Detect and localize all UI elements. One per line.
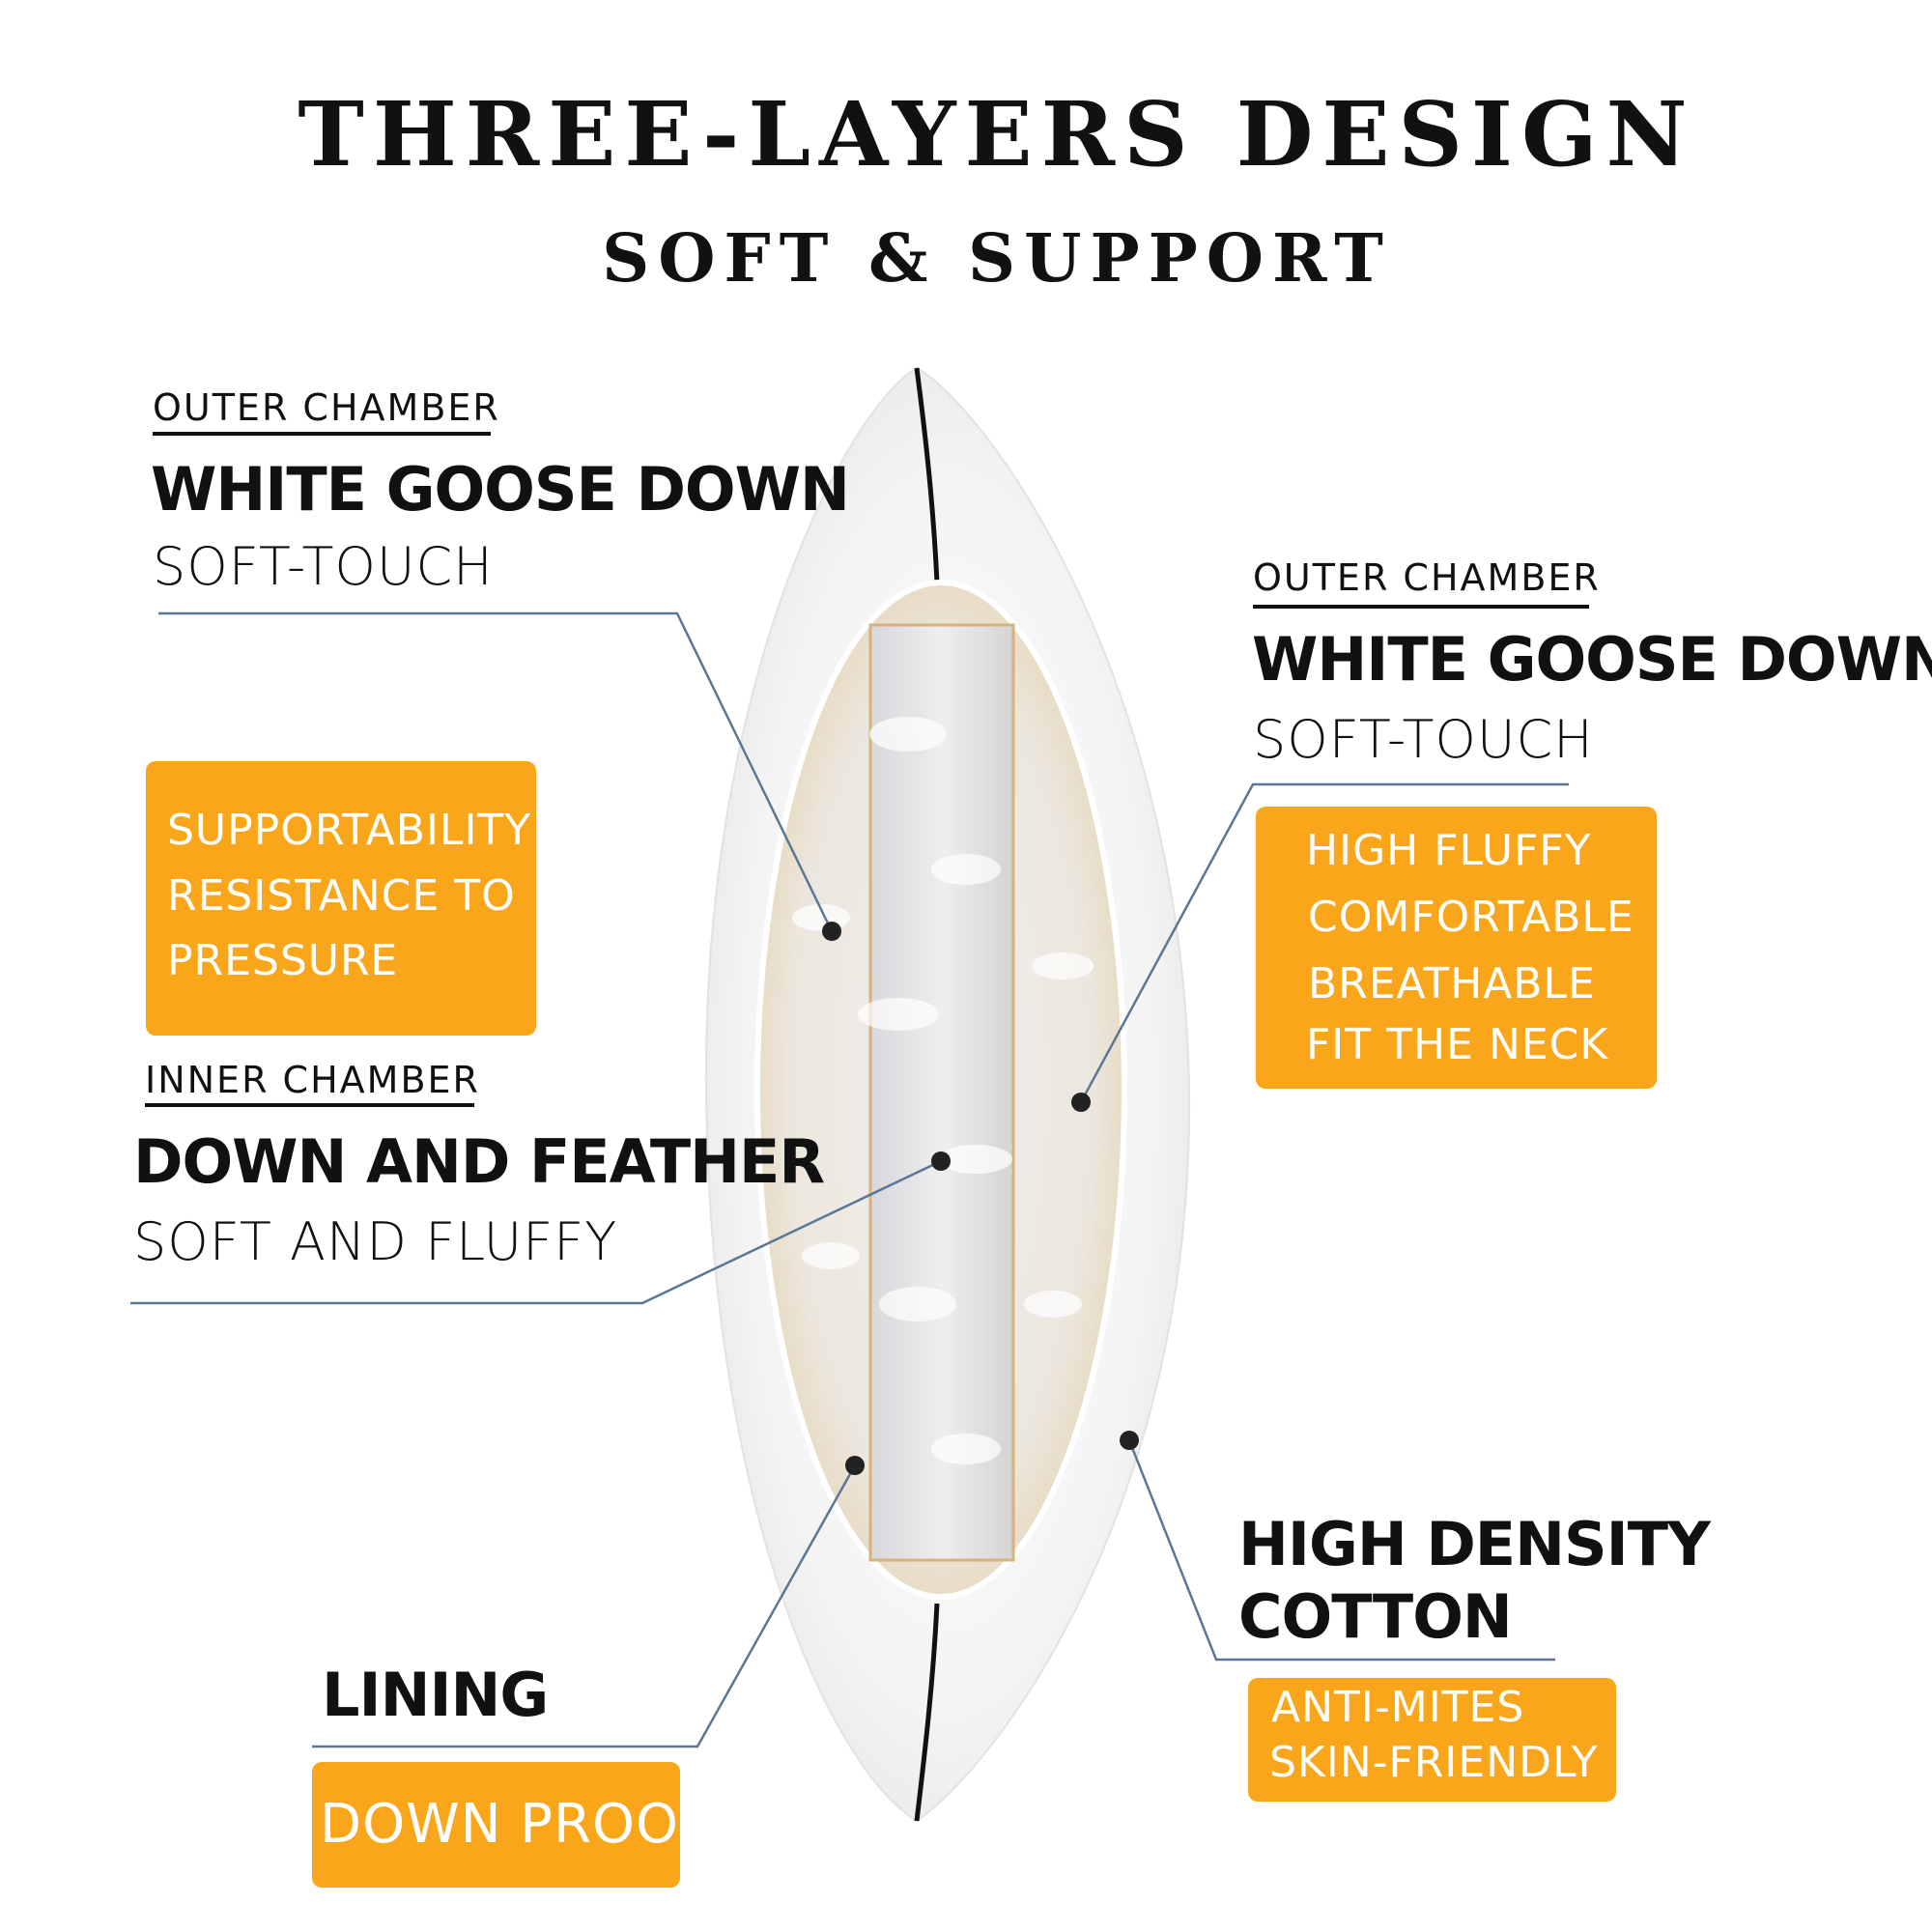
feature-line: HIGH FLUFFY [1306, 826, 1592, 875]
marker-dot [1120, 1431, 1139, 1450]
lining-feature: DOWN PROOF [320, 1793, 712, 1856]
leader-line-left-top [158, 611, 834, 932]
cotton-heading-line1: HIGH DENSITY [1238, 1509, 1711, 1579]
feather-core [868, 623, 1015, 1562]
feature-line: BREATHABLE [1308, 959, 1596, 1009]
left-mid-label: INNER CHAMBER [145, 1059, 480, 1101]
page-title: THREE-LAYERS DESIGN [298, 82, 1696, 186]
marker-dot [822, 922, 841, 941]
lining-box: DOWN PROOF [312, 1762, 710, 1888]
pillow-seam-bottom [914, 1603, 940, 1822]
lining-heading: LINING [322, 1660, 549, 1730]
page-subtitle: SOFT & SUPPORT [602, 220, 1392, 298]
feature-line: FIT THE NECK [1306, 1020, 1609, 1069]
label-underline [145, 1103, 474, 1107]
marker-dot [931, 1151, 951, 1171]
left-feature-box: SUPPORTABILITY RESISTANCE TO PRESSURE [146, 761, 536, 1036]
feature-line: ANTI-MITES [1271, 1683, 1525, 1732]
label-underline [153, 432, 491, 436]
cotton-heading-line2: COTTON [1238, 1581, 1513, 1652]
left-top-subheading: SOFT-TOUCH [153, 536, 494, 597]
leader-line-right-bottom [1127, 1439, 1555, 1662]
leader-line-right-top [1079, 782, 1569, 1103]
cotton-feature-box: ANTI-MITES SKIN-FRIENDLY [1248, 1678, 1616, 1802]
feature-line: PRESSURE [167, 936, 399, 985]
feature-line: SUPPORTABILITY [167, 806, 532, 855]
right-top-label: OUTER CHAMBER [1253, 556, 1601, 599]
leader-line-left-mid [130, 1159, 942, 1305]
marker-dot [845, 1456, 865, 1475]
right-feature-box: HIGH FLUFFY COMFORTABLE BREATHABLE FIT T… [1256, 807, 1657, 1089]
left-top-heading: WHITE GOOSE DOWN [151, 454, 850, 525]
feature-line: RESISTANCE TO [167, 871, 516, 921]
feature-line: SKIN-FRIENDLY [1269, 1738, 1599, 1787]
right-top-subheading: SOFT-TOUCH [1253, 709, 1594, 770]
left-mid-subheading: SOFT AND FLUFFY [133, 1211, 618, 1272]
marker-dot [1071, 1093, 1091, 1112]
left-mid-heading: DOWN AND FEATHER [133, 1126, 825, 1197]
pillow-seam-top [914, 367, 940, 583]
feature-line: COMFORTABLE [1308, 893, 1634, 942]
leader-line-lining [312, 1464, 857, 1748]
right-top-heading: WHITE GOOSE DOWN [1252, 624, 1932, 695]
label-underline [1253, 605, 1589, 609]
left-top-label: OUTER CHAMBER [153, 386, 500, 429]
